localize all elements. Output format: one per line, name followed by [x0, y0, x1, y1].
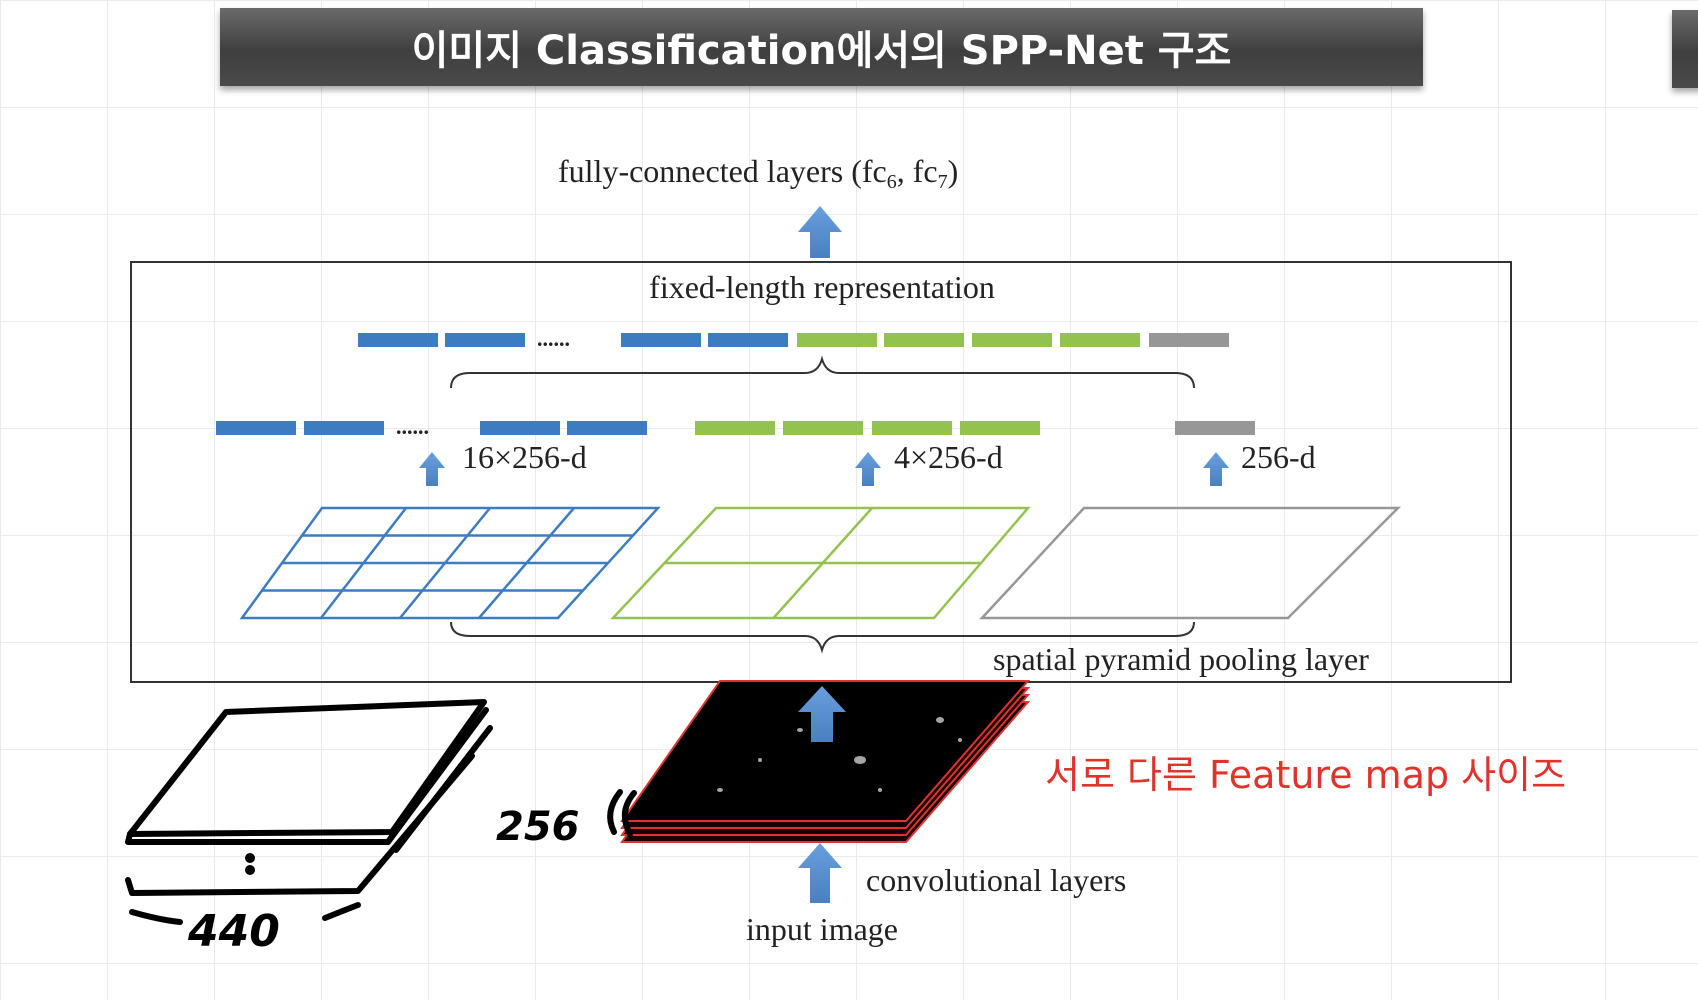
up-arrow-bin1 — [1203, 452, 1229, 486]
handwritten-depth-label: 256 — [496, 804, 580, 850]
fixed-vec-blue-1 — [358, 333, 438, 347]
level-4-vector — [695, 421, 1040, 435]
fixed-vec-blue-4 — [708, 333, 788, 347]
pyramid-grid-2x2 — [610, 506, 1031, 620]
handwritten-sketch — [125, 699, 637, 925]
bin16-blue-1 — [216, 421, 296, 435]
bin4-green-4 — [960, 421, 1040, 435]
bin16-blue-3 — [480, 421, 560, 435]
up-arrow-fc — [798, 206, 842, 258]
fixed-vec-green-2 — [884, 333, 964, 347]
fixed-vec-blue-2 — [445, 333, 525, 347]
next-slide-title-banner — [1672, 10, 1698, 88]
fixed-vec-green-3 — [972, 333, 1052, 347]
bin16-blue-4 — [567, 421, 647, 435]
up-arrow-bin16 — [419, 452, 445, 486]
bin4-green-2 — [783, 421, 863, 435]
fixed-vec-green-1 — [797, 333, 877, 347]
fixed-vec-dots: ...... — [537, 326, 570, 351]
bin1-gray — [1175, 421, 1255, 435]
level-1-vector — [1175, 421, 1255, 435]
title-banner: 이미지 Classification에서의 SPP-Net 구조 — [220, 8, 1423, 86]
feature-map-size-note: 서로 다른 Feature map 사이즈 — [1045, 753, 1566, 797]
bottom-brace — [450, 621, 1195, 654]
bin4-green-1 — [695, 421, 775, 435]
bin1-label: 256-d — [1241, 439, 1316, 475]
fc-layers-label: fully-connected layers (fc6, fc7) — [558, 153, 958, 193]
fixed-vec-gray — [1149, 333, 1229, 347]
fixed-vec-blue-3 — [621, 333, 701, 347]
fixed-length-vector: ...... — [358, 326, 1229, 351]
pyramid-grid-4x4 — [239, 506, 661, 620]
bin4-label: 4×256-d — [894, 439, 1003, 475]
slide-title: 이미지 Classification에서의 SPP-Net 구조 — [411, 28, 1232, 74]
up-arrow-bin4 — [855, 452, 881, 486]
level-16-vector: ...... — [216, 414, 647, 439]
bin16-blue-2 — [304, 421, 384, 435]
feature-map-stack — [620, 680, 1031, 843]
fixed-vec-green-4 — [1060, 333, 1140, 347]
input-image-label: input image — [746, 911, 898, 947]
top-brace — [450, 355, 1195, 389]
up-arrow-into-spp — [798, 686, 846, 742]
up-arrow-from-input — [798, 843, 842, 903]
bin16-label: 16×256-d — [462, 439, 587, 475]
fixed-length-label: fixed-length representation — [649, 269, 995, 305]
conv-layers-label: convolutional layers — [866, 862, 1126, 898]
bin16-dots: ...... — [396, 414, 429, 439]
bin4-green-3 — [872, 421, 952, 435]
handwritten-width-label: 440 — [187, 906, 280, 957]
pyramid-grid-1x1 — [979, 506, 1402, 620]
spp-layer-label: spatial pyramid pooling layer — [993, 641, 1369, 677]
